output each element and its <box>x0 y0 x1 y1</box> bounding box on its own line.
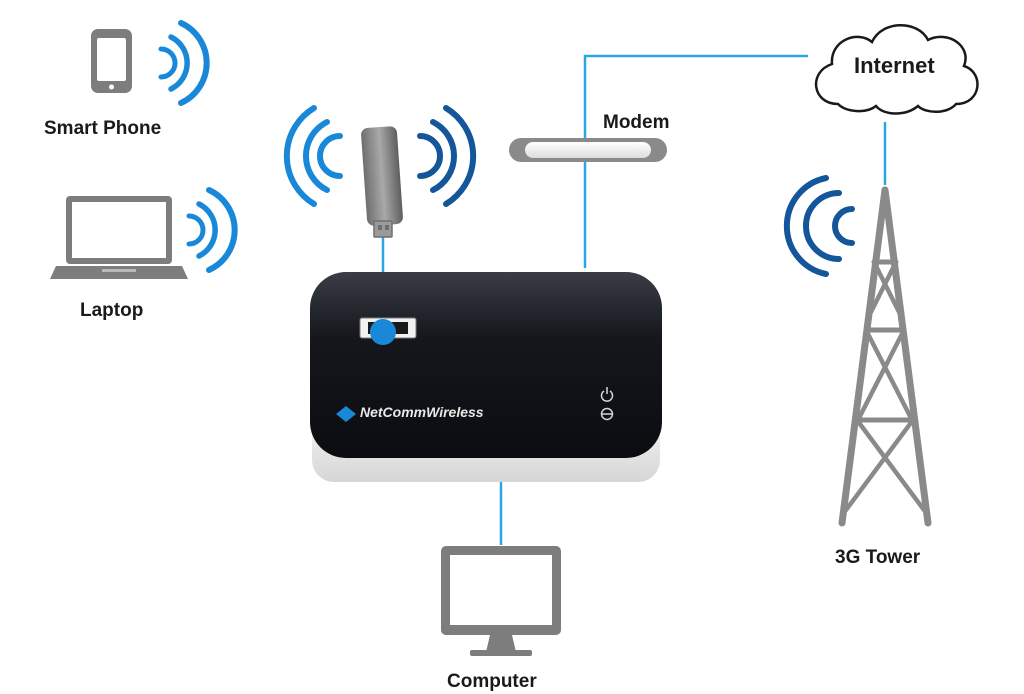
smartphone-icon <box>91 29 132 93</box>
wifi-waves-dongle-right-icon <box>417 105 477 207</box>
modem-internet-line <box>583 54 808 268</box>
modem-icon <box>509 138 667 162</box>
laptop-label: Laptop <box>80 300 144 321</box>
computer-label: Computer <box>447 671 537 692</box>
internet-cloud-icon <box>815 24 979 115</box>
smart-phone-label: Smart Phone <box>44 118 162 139</box>
status-icon <box>600 407 614 421</box>
wifi-waves-tower-icon <box>783 175 855 277</box>
tower-icon <box>838 186 932 527</box>
computer-icon <box>441 546 561 656</box>
power-icon <box>600 387 614 402</box>
wifi-waves-dongle-left-icon <box>283 105 343 207</box>
usb-dongle-icon <box>361 126 403 238</box>
wifi-waves-phone-icon <box>158 20 210 106</box>
wifi-waves-laptop-icon <box>186 187 238 273</box>
router-brand-label: NetCommWireless <box>360 404 484 420</box>
tower-label: 3G Tower <box>835 547 921 568</box>
internet-label: Internet <box>854 53 935 78</box>
brand-logo-icon <box>336 406 356 422</box>
router-icon <box>310 272 662 482</box>
laptop-icon <box>50 196 188 279</box>
modem-label: Modem <box>603 112 670 133</box>
